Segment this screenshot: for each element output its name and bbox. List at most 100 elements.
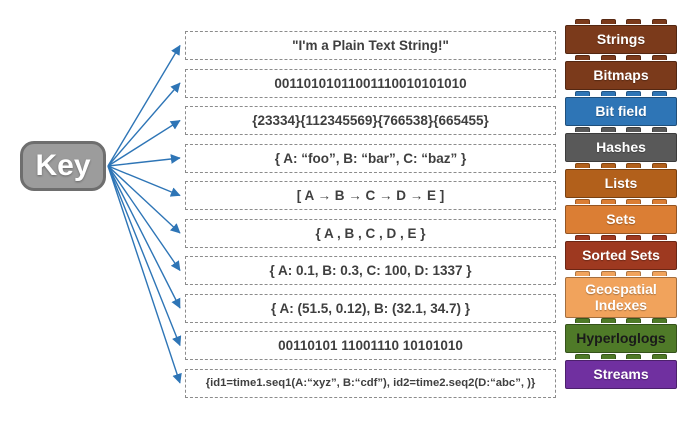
value-box-hyperloglogs: 00110101 11001110 10101010: [185, 331, 556, 360]
arrow-to-hashes: [107, 154, 181, 167]
value-text-bit-field: {23334}{112345569}{766538}{665455}: [252, 113, 489, 128]
arrow-to-streams: [107, 165, 182, 384]
brick-bit-field: Bit field: [565, 91, 677, 126]
value-text-sorted-sets: { A: 0.1, B: 0.3, C: 100, D: 1337 }: [269, 263, 472, 278]
value-text-bitmaps: 00110101011001110010101010: [274, 75, 467, 91]
brick-stud: [600, 271, 616, 276]
brick-stud: [575, 163, 590, 168]
brick-stud: [651, 318, 667, 323]
value-text-lists: [ A → B → C → D → E ]: [296, 188, 445, 203]
brick-studs-lists: [565, 163, 677, 168]
brick-studs-hyperloglogs: [565, 318, 677, 323]
brick-stud: [575, 271, 590, 276]
arrow-to-sets: [107, 165, 181, 234]
brick-label-geospatial-indexes: Geospatial Indexes: [565, 277, 677, 318]
arrow-to-bitmaps: [107, 82, 181, 167]
brick-sets: Sets: [565, 199, 677, 234]
brick-stud: [600, 318, 616, 323]
brick-stud: [626, 19, 642, 24]
key-box: Key: [20, 141, 106, 191]
value-box-strings: "I'm a Plain Text String!": [185, 31, 556, 60]
brick-stud: [600, 19, 616, 24]
brick-hashes: Hashes: [565, 127, 677, 162]
brick-stud: [626, 91, 642, 96]
value-box-geospatial-indexes: { A: (51.5, 0.12), B: (32.1, 34.7) }: [185, 293, 556, 323]
brick-stud: [626, 354, 642, 359]
brick-label-streams: Streams: [565, 360, 677, 389]
brick-stud: [600, 127, 616, 132]
brick-label-hashes: Hashes: [565, 133, 677, 162]
brick-stud: [600, 163, 616, 168]
brick-studs-bitmaps: [565, 55, 677, 60]
value-box-bitmaps: 00110101011001110010101010: [185, 68, 556, 98]
brick-lists: Lists: [565, 163, 677, 198]
value-text-geospatial-indexes: { A: (51.5, 0.12), B: (32.1, 34.7) }: [270, 300, 471, 316]
value-text-streams: {id1=time1.seq1(A:“xyz”, B:“cdf”), id2=t…: [205, 377, 536, 389]
brick-streams: Streams: [565, 354, 677, 389]
brick-stud: [651, 127, 667, 132]
arrow-to-bit-field: [107, 119, 181, 167]
value-text-hyperloglogs: 00110101 11001110 10101010: [278, 338, 463, 353]
brick-stud: [651, 271, 667, 276]
brick-geospatial-indexes: Geospatial Indexes: [565, 271, 677, 318]
value-box-sorted-sets: { A: 0.1, B: 0.3, C: 100, D: 1337 }: [185, 256, 556, 285]
brick-sorted-sets: Sorted Sets: [565, 235, 677, 270]
arrow-to-sorted-sets: [107, 165, 181, 272]
arrow-to-strings: [107, 44, 181, 167]
brick-stud: [651, 91, 667, 96]
value-box-sets: { A , B , C , D , E }: [185, 218, 556, 248]
brick-stud: [651, 163, 667, 168]
brick-stud: [575, 55, 590, 60]
value-box-bit-field: {23334}{112345569}{766538}{665455}: [185, 106, 556, 135]
brick-stud: [626, 127, 642, 132]
brick-stud: [600, 199, 616, 204]
brick-label-sets: Sets: [565, 205, 677, 234]
brick-studs-geospatial-indexes: [565, 271, 677, 276]
brick-label-strings: Strings: [565, 25, 677, 54]
brick-stud: [575, 127, 590, 132]
brick-stud: [651, 55, 667, 60]
brick-studs-hashes: [565, 127, 677, 132]
brick-stud: [575, 354, 590, 359]
value-box-streams: {id1=time1.seq1(A:“xyz”, B:“cdf”), id2=t…: [185, 368, 556, 398]
brick-stud: [575, 199, 590, 204]
brick-bitmaps: Bitmaps: [565, 55, 677, 90]
brick-studs-sorted-sets: [565, 235, 677, 240]
brick-studs-strings: [565, 19, 677, 24]
brick-studs-streams: [565, 354, 677, 359]
brick-stud: [575, 318, 590, 323]
brick-stud: [651, 19, 667, 24]
brick-label-lists: Lists: [565, 169, 677, 198]
brick-label-bitmaps: Bitmaps: [565, 61, 677, 90]
brick-stud: [600, 91, 616, 96]
brick-stud: [651, 235, 667, 240]
arrow-to-hyperloglogs: [107, 165, 182, 347]
brick-label-hyperloglogs: Hyperloglogs: [565, 324, 677, 353]
brick-stud: [626, 271, 642, 276]
value-box-lists: [ A → B → C → D → E ]: [185, 181, 556, 210]
value-text-hashes: { A: “foo”, B: “bar”, C: “baz” }: [274, 150, 467, 166]
value-box-hashes: { A: “foo”, B: “bar”, C: “baz” }: [185, 143, 556, 173]
value-text-strings: "I'm a Plain Text String!": [292, 38, 449, 53]
brick-stud: [600, 235, 616, 240]
brick-stud: [651, 354, 667, 359]
arrow-to-lists: [107, 165, 181, 197]
brick-stud: [626, 163, 642, 168]
value-text-sets: { A , B , C , D , E }: [315, 225, 426, 241]
brick-label-sorted-sets: Sorted Sets: [565, 241, 677, 270]
brick-studs-bit-field: [565, 91, 677, 96]
brick-stud: [575, 235, 590, 240]
arrow-to-geospatial-indexes: [107, 165, 181, 309]
brick-stud: [626, 199, 642, 204]
brick-stud: [575, 19, 590, 24]
brick-stud: [626, 55, 642, 60]
brick-strings: Strings: [565, 19, 677, 54]
brick-stud: [626, 318, 642, 323]
brick-stud: [575, 91, 590, 96]
key-label: Key: [35, 149, 91, 182]
brick-stud: [600, 354, 616, 359]
brick-studs-sets: [565, 199, 677, 204]
brick-stud: [626, 235, 642, 240]
